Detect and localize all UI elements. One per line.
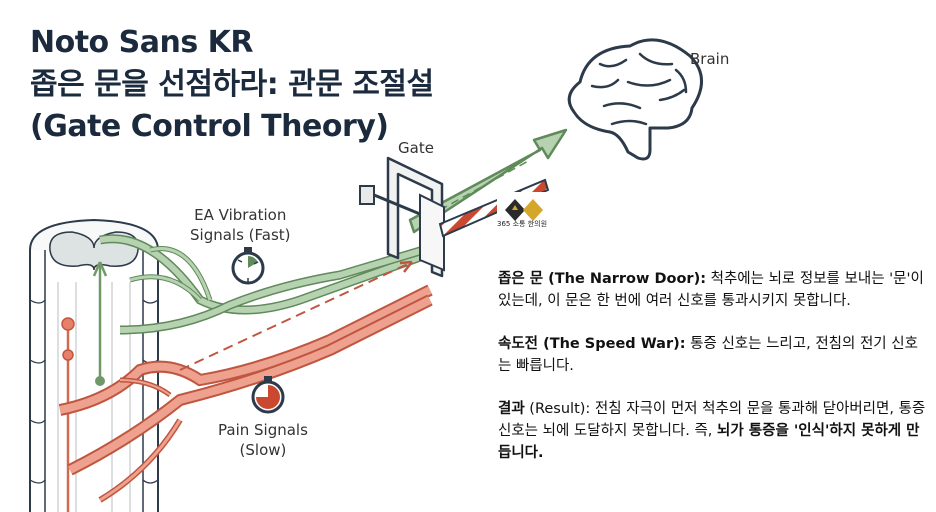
page-title: Noto Sans KR 좁은 문을 선점하라: 관문 조절설 (Gate Co… — [30, 22, 434, 148]
title-line-3: (Gate Control Theory) — [30, 109, 389, 144]
narrow-door-text: 척추에는 뇌로 정보를 보내는 '문'이 있는데, 이 문은 한 번에 여러 신… — [498, 271, 924, 309]
speed-war-heading: 속도전 (The Speed War): — [498, 336, 686, 352]
fast-signal-fibers — [99, 234, 442, 335]
slow-signal-fibers — [58, 260, 433, 503]
brain-icon — [567, 38, 703, 161]
result-paragraph: 결과 (Result): 전침 자극이 먼저 척추의 문을 통과해 닫아버리면,… — [498, 398, 926, 464]
speed-war-paragraph: 속도전 (The Speed War): 통증 신호는 느리고, 전침의 전기 … — [498, 333, 926, 377]
fast-stopwatch-icon — [231, 247, 265, 285]
speed-war-text: 통증 신호는 느리고, 전침의 전기 신호는 빠릅니다. — [498, 336, 918, 374]
ea-signals-label: EA Vibration Signals (Fast) — [190, 205, 291, 245]
clinic-logo — [497, 192, 549, 228]
gate-label: Gate — [398, 139, 434, 157]
pain-signals-label: Pain Signals (Slow) — [218, 420, 308, 460]
pain-label-line-2: (Slow) — [239, 441, 287, 459]
pain-label-line-1: Pain Signals — [218, 421, 308, 439]
result-heading: 결과 — [498, 401, 525, 417]
brain-label: Brain — [690, 50, 730, 68]
title-line-2: 좁은 문을 선점하라: 관문 조절설 — [30, 67, 434, 102]
narrow-door-heading: 좁은 문 (The Narrow Door): — [498, 271, 707, 287]
narrow-door-paragraph: 좁은 문 (The Narrow Door): 척추에는 뇌로 정보를 보내는 … — [498, 268, 926, 312]
ea-label-line-2: Signals (Fast) — [190, 226, 291, 244]
ea-label-line-1: EA Vibration — [194, 206, 287, 224]
result-conclusion: 뇌가 통증을 '인식'하지 못하게 만듭니다. — [498, 423, 920, 461]
clinic-logo-text: 365 소통 한의원 — [497, 220, 548, 228]
cord-pathways — [61, 261, 108, 512]
title-line-1: Noto Sans KR — [30, 25, 253, 60]
result-text: (Result): 전침 자극이 먼저 척추의 문을 통과해 닫아버리면, 통증… — [498, 401, 926, 439]
slow-stopwatch-icon — [251, 376, 285, 414]
explanation-panel: 좁은 문 (The Narrow Door): 척추에는 뇌로 정보를 보내는 … — [498, 268, 926, 485]
